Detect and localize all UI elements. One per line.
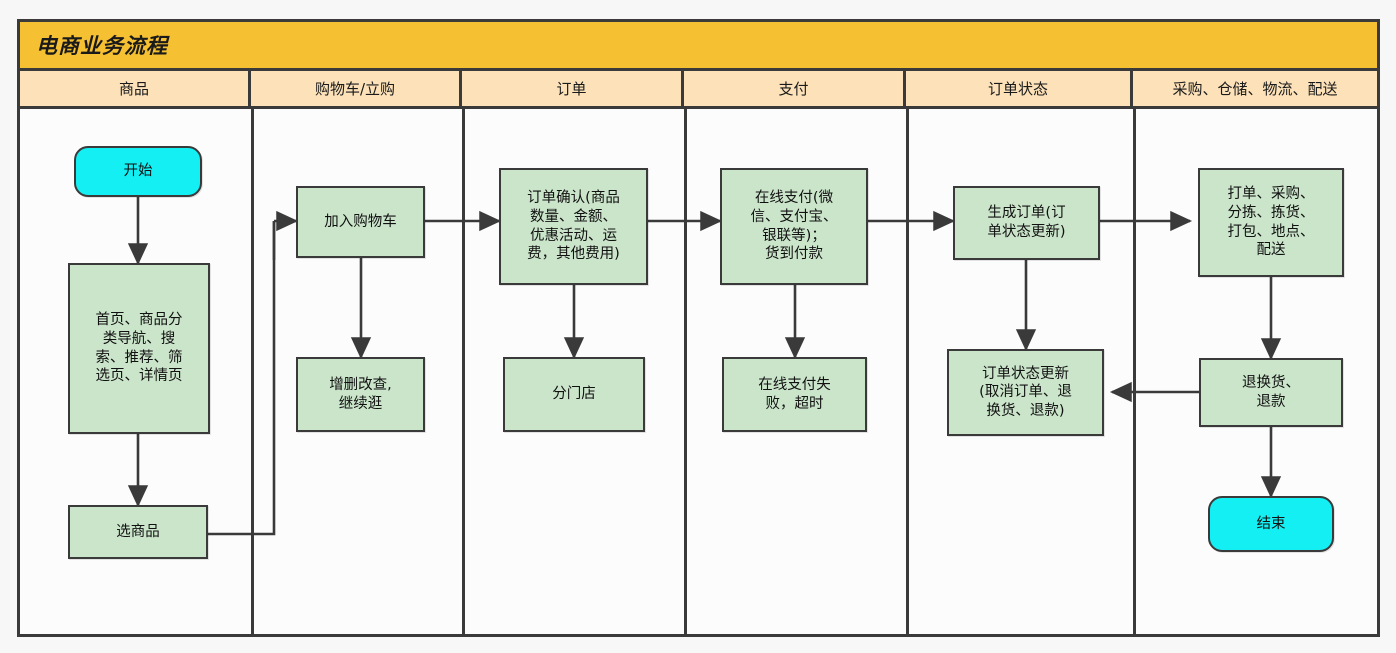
node-cart-crud[interactable]: 增删改查, 继续逛 xyxy=(296,357,425,432)
lane-divider-1 xyxy=(251,109,254,634)
lane-header-goods: 商品 xyxy=(20,71,251,106)
node-select-goods[interactable]: 选商品 xyxy=(68,505,208,559)
lane-divider-4 xyxy=(906,109,909,634)
node-status-update[interactable]: 订单状态更新 (取消订单、退 换货、退款) xyxy=(947,349,1104,436)
node-browse[interactable]: 首页、商品分 类导航、搜 索、推荐、筛 选页、详情页 xyxy=(68,263,210,434)
lane-header-cart: 购物车/立购 xyxy=(251,71,462,106)
node-create-order[interactable]: 生成订单(订 单状态更新) xyxy=(953,186,1100,260)
lane-header-fulfillment: 采购、仓储、物流、配送 xyxy=(1133,71,1377,106)
node-pay-failed[interactable]: 在线支付失 败，超时 xyxy=(722,357,867,432)
lane-header-payment: 支付 xyxy=(684,71,906,106)
lane-header-row: 商品 购物车/立购 订单 支付 订单状态 采购、仓储、物流、配送 xyxy=(20,71,1377,109)
lane-divider-5 xyxy=(1133,109,1136,634)
node-online-pay[interactable]: 在线支付(微 信、支付宝、 银联等)； 货到付款 xyxy=(720,168,868,285)
lane-header-order: 订单 xyxy=(462,71,684,106)
node-fulfillment[interactable]: 打单、采购、 分拣、拣货、 打包、地点、 配送 xyxy=(1198,168,1344,277)
lane-header-status: 订单状态 xyxy=(906,71,1133,106)
node-order-confirm[interactable]: 订单确认(商品 数量、金额、 优惠活动、运 费，其他费用) xyxy=(499,168,648,285)
node-start[interactable]: 开始 xyxy=(74,146,202,197)
node-end[interactable]: 结束 xyxy=(1208,496,1334,552)
lane-divider-3 xyxy=(684,109,687,634)
diagram-title: 电商业务流程 xyxy=(20,22,1377,71)
node-split-store[interactable]: 分门店 xyxy=(503,357,645,432)
lane-divider-2 xyxy=(462,109,465,634)
node-return-refund[interactable]: 退换货、 退款 xyxy=(1199,358,1343,427)
swimlane-pool xyxy=(17,19,1380,637)
node-add-to-cart[interactable]: 加入购物车 xyxy=(296,186,425,258)
